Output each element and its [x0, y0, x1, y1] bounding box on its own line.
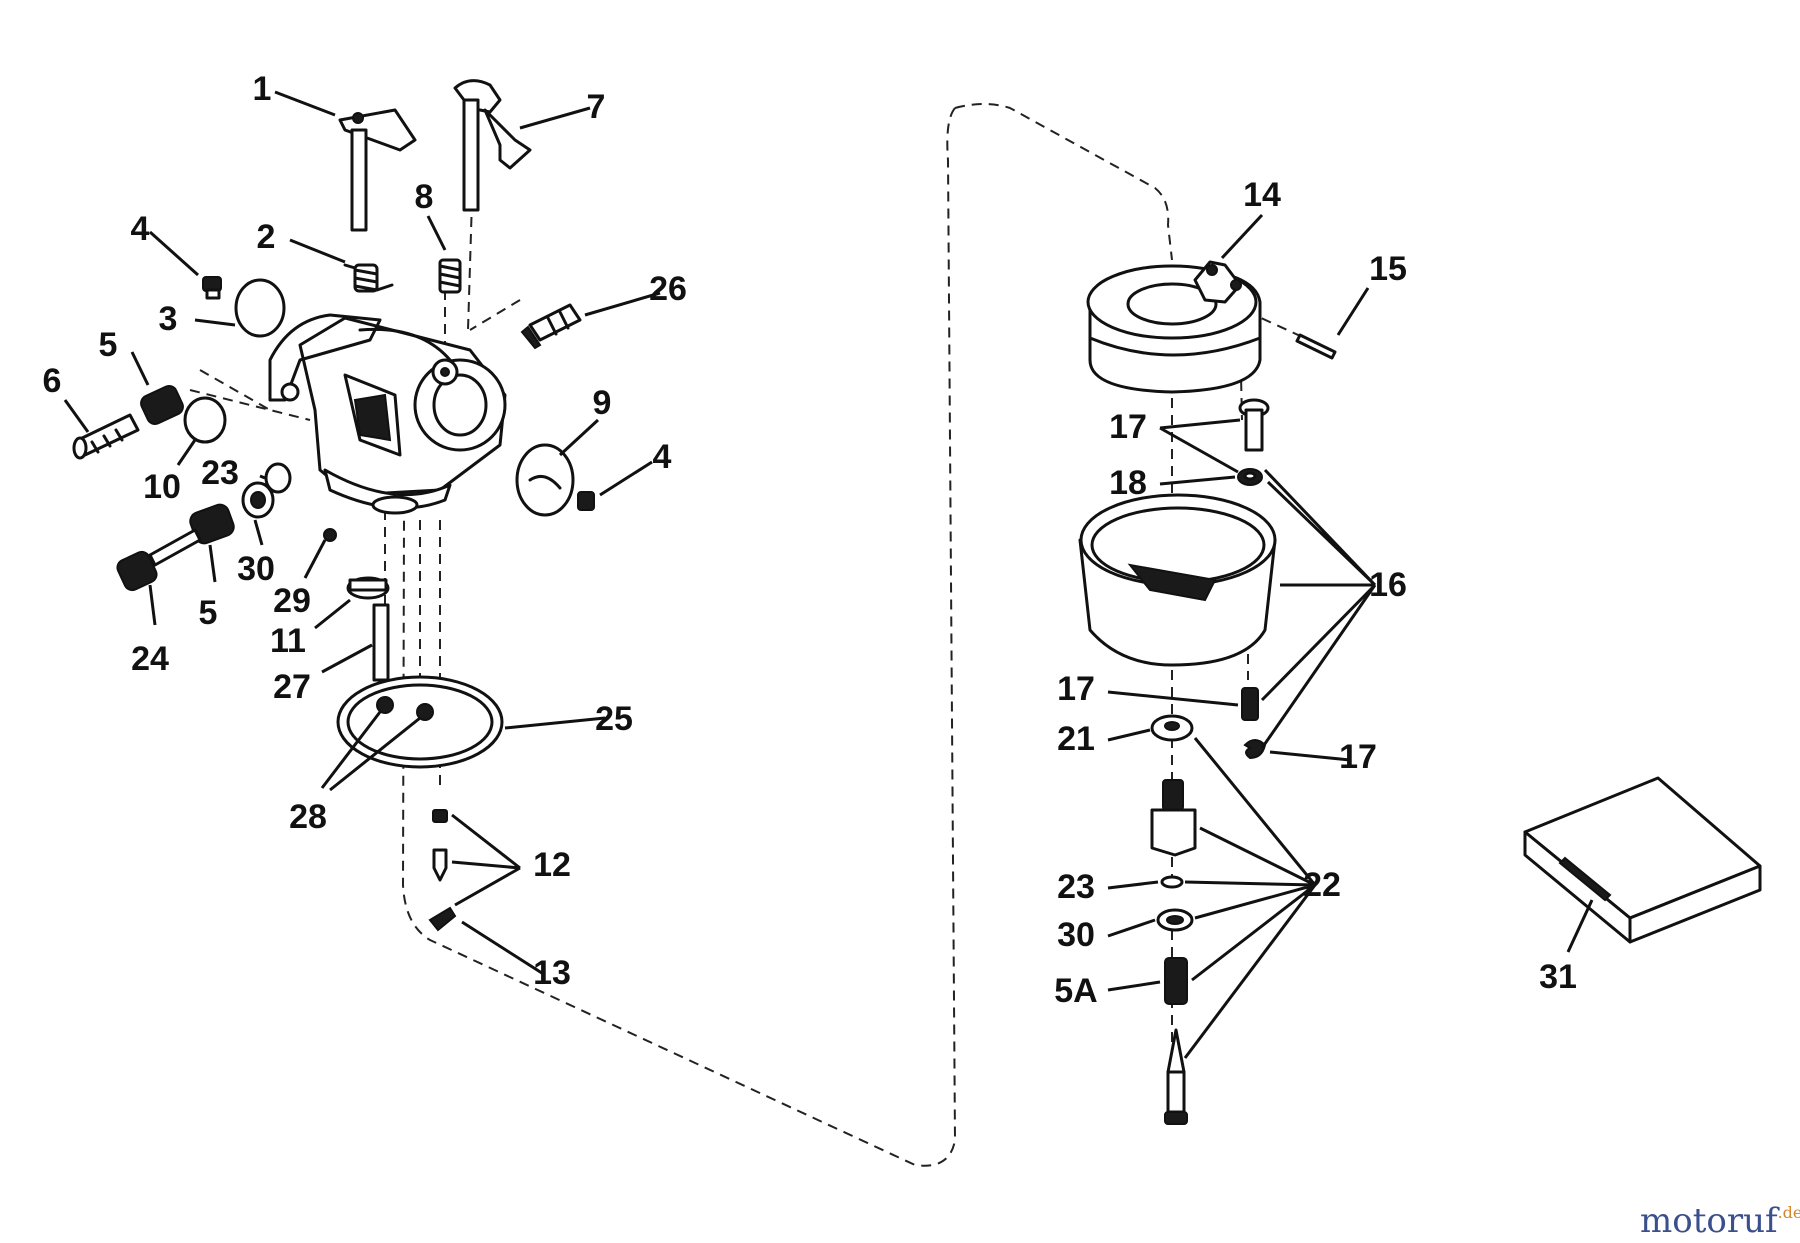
part-21-washer — [1150, 714, 1194, 742]
part-2-throttle-spring — [343, 263, 394, 293]
svg-text:motoruf.de: motoruf.de — [1640, 1201, 1800, 1241]
watermark-suffix: .de — [1778, 1203, 1800, 1222]
callout-c22: 22 — [1303, 866, 1341, 904]
callout-c1: 1 — [253, 70, 272, 108]
callout-c30b: 30 — [1057, 916, 1095, 954]
part-30-washer-left — [241, 481, 275, 519]
part-4-screw-upper — [202, 276, 222, 300]
callout-c26: 26 — [649, 270, 687, 308]
callout-c25: 25 — [595, 700, 633, 738]
callout-c27: 27 — [273, 668, 311, 706]
callout-c11: 11 — [270, 622, 306, 660]
part-1-throttle-shaft — [338, 108, 417, 232]
callout-c15: 15 — [1369, 250, 1407, 288]
part-3-throttle-plate — [234, 278, 286, 338]
part-4-screw-lower — [577, 491, 595, 511]
part-30-washer-right — [1156, 908, 1194, 932]
callout-c17c: 17 — [1339, 738, 1377, 776]
part-28-gasket-holes — [376, 696, 434, 721]
callout-c7: 7 — [587, 88, 606, 126]
callout-c23a: 23 — [201, 454, 239, 492]
part-5A-spring — [1164, 957, 1188, 1005]
part-17-spring — [1241, 687, 1259, 721]
callout-c16: 16 — [1369, 566, 1407, 604]
callout-c5b: 5 — [199, 594, 218, 632]
part-8-spring — [438, 258, 462, 294]
callout-c13: 13 — [533, 954, 571, 992]
part-7-choke-shaft — [453, 79, 532, 212]
callout-c4a: 4 — [131, 210, 150, 248]
callout-c8: 8 — [415, 178, 434, 216]
callout-c24: 24 — [131, 640, 169, 678]
callout-c21: 21 — [1057, 720, 1095, 758]
part-13-clip — [428, 906, 457, 932]
callout-c29: 29 — [273, 582, 311, 620]
callout-c5A: 5A — [1054, 972, 1097, 1010]
part-22-needle-screw — [1164, 1028, 1188, 1125]
part-31-repair-kit — [1523, 776, 1762, 944]
part-27-pin — [372, 603, 390, 682]
callout-c4b: 4 — [653, 438, 672, 476]
callout-c28: 28 — [289, 798, 327, 836]
callout-c30a: 30 — [237, 550, 275, 588]
watermark-logo: motoruf.de — [1640, 1201, 1800, 1241]
part-17-clip — [1243, 739, 1267, 760]
part-18-washer — [1237, 468, 1263, 486]
part-9-choke-plate — [515, 443, 575, 517]
part-29-check-ball — [323, 528, 337, 542]
part-22-main-nozzle — [1150, 779, 1197, 857]
callout-c17a: 17 — [1109, 408, 1147, 446]
callout-c3: 3 — [159, 300, 178, 338]
assembly-dashed-outline — [401, 103, 1173, 1167]
callout-c6: 6 — [43, 362, 62, 400]
part-23-washer-left — [264, 462, 292, 494]
callout-c31: 31 — [1539, 958, 1577, 996]
part-5-spring-upper — [140, 385, 184, 425]
part-24-main-needle — [116, 528, 202, 592]
part-11-seat — [346, 576, 390, 600]
leader-arrows — [63, 90, 1594, 1059]
callout-c14: 14 — [1243, 176, 1281, 214]
part-10-gasket — [183, 396, 227, 444]
part-6-idle-screw — [72, 413, 140, 460]
part-15-float-pin — [1295, 333, 1337, 360]
callout-c12: 12 — [533, 846, 571, 884]
part-23-washer-right — [1160, 875, 1184, 889]
watermark-text: motoruf — [1640, 1201, 1780, 1241]
callout-c9: 9 — [593, 384, 612, 422]
part-16-float-bowl — [1078, 493, 1277, 667]
callout-c17b: 17 — [1057, 670, 1095, 708]
part-26-fuel-fitting — [520, 303, 582, 350]
part-25-bowl-gasket — [336, 675, 504, 769]
callout-c5a: 5 — [99, 326, 118, 364]
part-14-float — [1086, 260, 1262, 394]
callout-c23b: 23 — [1057, 868, 1095, 906]
callout-c2: 2 — [257, 218, 276, 256]
part-12-inlet-needle — [432, 809, 448, 882]
callout-c10: 10 — [143, 468, 181, 506]
callout-c18: 18 — [1109, 464, 1147, 502]
part-17-bowl-bolt — [1238, 398, 1270, 452]
carburetor-body — [268, 313, 507, 515]
